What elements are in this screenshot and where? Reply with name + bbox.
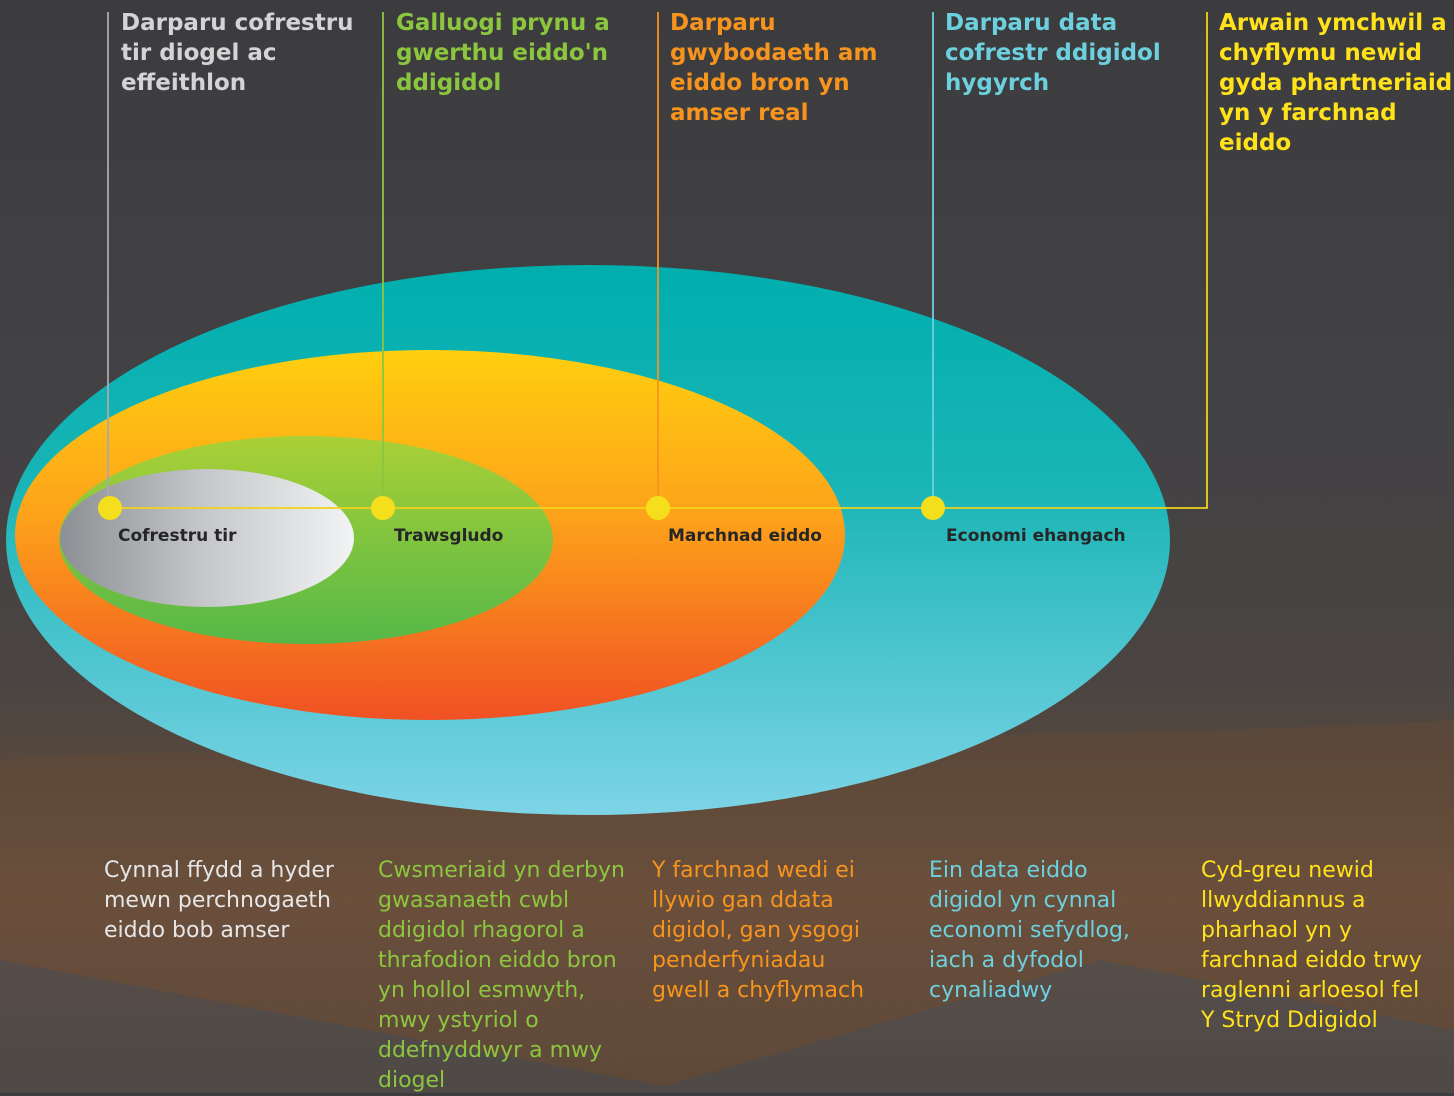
economi-ehangach-dot: [921, 496, 945, 520]
description-ymchwil: Cyd-greu newid llwyddiannus a pharhaol y…: [1201, 858, 1422, 1033]
heading-cofrestru: Darparu cofrestru tir diogel ac effeithl…: [121, 10, 354, 96]
description-trawsgludo: Cwsmeriaid yn derbyn gwasanaeth cwbl ddi…: [378, 858, 625, 1093]
connector-line-ymchwil: [108, 12, 1208, 509]
cofrestru-tir-dot: [98, 496, 122, 520]
heading-marchnad: Darparu gwybodaeth am eiddo bron yn amse…: [670, 10, 878, 126]
heading-ymchwil: Arwain ymchwil a chyflymu newid gyda pha…: [1219, 10, 1453, 156]
heading-trawsgludo: Galluogi prynu a gwerthu eiddo'n ddigido…: [396, 10, 610, 96]
economi-ehangach-label: Economi ehangach: [946, 526, 1126, 546]
description-economi: Ein data eiddo digidol yn cynnal economi…: [929, 858, 1130, 1003]
marchnad-eiddo-dot: [646, 496, 670, 520]
description-cofrestru: Cynnal ffydd a hyder mewn perchnogaeth e…: [104, 858, 334, 943]
marchnad-eiddo-label: Marchnad eiddo: [668, 526, 822, 546]
background-landscape: [0, 720, 1454, 1093]
cofrestru-tir-label: Cofrestru tir: [118, 526, 237, 546]
trawsgludo-dot: [371, 496, 395, 520]
cofrestru-tir-ellipse: [60, 469, 354, 607]
trawsgludo-label: Trawsgludo: [394, 526, 503, 546]
connector-lines: [107, 12, 1208, 509]
heading-economi: Darparu data cofrestr ddigidol hygyrch: [945, 10, 1161, 96]
description-marchnad: Y farchnad wedi ei llywio gan ddata digi…: [652, 858, 865, 1003]
